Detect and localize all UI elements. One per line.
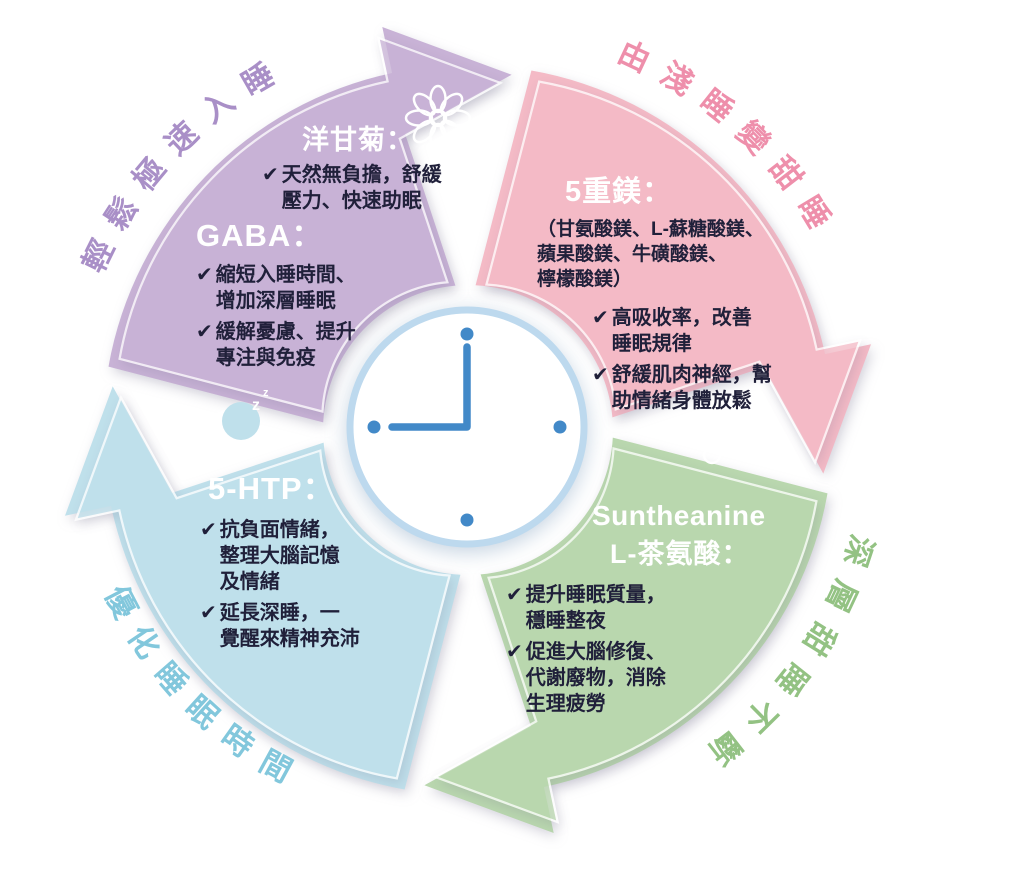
gaba-benefit-1-text: 縮短入睡時間、 增加深層睡眠: [215, 264, 356, 312]
htp-benefit-1-text: 抗負面情緒， 整理大腦記憶 及情緒: [219, 519, 340, 593]
check-icon: ✔: [196, 321, 213, 343]
section-5htp: 5-HTP： ✔ 抗負面情緒， 整理大腦記憶 及情緒 ✔ 延長深睡，一 覺醒來精…: [200, 463, 440, 657]
check-icon: ✔: [506, 584, 523, 606]
magnesium-benefit-1-text: 高吸收率，改善 睡眠規律: [611, 307, 752, 356]
gaba-benefit-2: ✔ 緩解憂慮、提升 專注與免疫: [196, 319, 436, 371]
section-gaba: GABA： ✔ 縮短入睡時間、 增加深層睡眠 ✔ 緩解憂慮、提升 專注與免疫: [196, 210, 436, 376]
chamomile-benefit-text: 天然無負擔，舒緩 壓力、快速助眠: [281, 164, 442, 212]
gaba-benefit-2-text: 緩解憂慮、提升 專注與免疫: [215, 321, 356, 369]
theanine-benefit-2: ✔ 促進大腦修復、 代謝廢物，消除 生理疲勞: [506, 639, 791, 717]
check-icon: ✔: [592, 364, 609, 387]
section-chamomile: 洋甘菊： ✔ 天然無負擔，舒緩 壓力、快速助眠: [262, 118, 494, 219]
magnesium-molecule-icon: [702, 399, 773, 465]
check-icon: ✔: [200, 519, 217, 541]
htp-benefit-2: ✔ 延長深睡，一 覺醒來精神充沛: [200, 600, 440, 652]
check-icon: ✔: [200, 602, 217, 624]
theanine-title-en: Suntheanine: [592, 500, 766, 531]
check-icon: ✔: [592, 307, 609, 330]
theanine-title-zh: L-茶氨酸：: [610, 539, 750, 569]
clock-dot-6: [460, 513, 474, 527]
magnesium-benefit-2-text: 舒緩肌肉神經，幫 助情緒身體放鬆: [611, 364, 772, 413]
section-theanine: Suntheanine L-茶氨酸： ✔ 提升睡眠質量， 穩睡整夜 ✔ 促進大腦…: [506, 500, 791, 722]
theanine-benefit-1-text: 提升睡眠質量， 穩睡整夜: [525, 584, 666, 632]
clock-dot-3: [553, 420, 567, 434]
clock-dot-9: [367, 420, 381, 434]
theanine-benefit-1: ✔ 提升睡眠質量， 穩睡整夜: [506, 582, 791, 634]
sleep-moon-icon: z z: [206, 387, 269, 454]
z-glyph-large: z: [252, 397, 260, 414]
magnesium-subtitle: （甘氨酸鎂、L-蘇糖酸鎂、 蘋果酸鎂、牛磺酸鎂、 檸檬酸鎂）: [537, 219, 764, 291]
magnesium-benefits: ✔ 高吸收率，改善 睡眠規律 ✔ 舒緩肌肉神經，幫 助情緒身體放鬆: [592, 305, 842, 414]
check-icon: ✔: [262, 164, 279, 186]
center-clock: [346, 306, 588, 548]
htp-benefit-1: ✔ 抗負面情緒， 整理大腦記憶 及情緒: [200, 517, 440, 595]
chamomile-title: 洋甘菊：: [302, 125, 414, 155]
check-icon: ✔: [506, 641, 523, 663]
gaba-benefit-1: ✔ 縮短入睡時間、 增加深層睡眠: [196, 262, 436, 314]
theanine-benefit-2-text: 促進大腦修復、 代謝廢物，消除 生理疲勞: [525, 641, 666, 715]
check-icon: ✔: [196, 264, 213, 286]
tea-leaf-icon: [466, 670, 506, 720]
chamomile-flower-icon: [404, 84, 472, 152]
magnesium-benefit-2: ✔ 舒緩肌肉神經，幫 助情緒身體放鬆: [592, 362, 842, 414]
section-magnesium: 5重鎂： （甘氨酸鎂、L-蘇糖酸鎂、 蘋果酸鎂、牛磺酸鎂、 檸檬酸鎂） ✔ 高吸…: [537, 168, 842, 419]
gaba-title: GABA：: [196, 218, 324, 253]
clock-hands: [388, 343, 471, 431]
htp-benefit-2-text: 延長深睡，一 覺醒來精神充沛: [219, 602, 360, 650]
magnesium-title: 5重鎂：: [565, 176, 673, 208]
htp-title: 5-HTP：: [208, 471, 335, 506]
clock-dot-12: [460, 327, 474, 341]
z-glyph-small: z: [263, 387, 269, 399]
magnesium-benefit-1: ✔ 高吸收率，改善 睡眠規律: [592, 305, 842, 357]
chamomile-benefit: ✔ 天然無負擔，舒緩 壓力、快速助眠: [262, 162, 494, 214]
